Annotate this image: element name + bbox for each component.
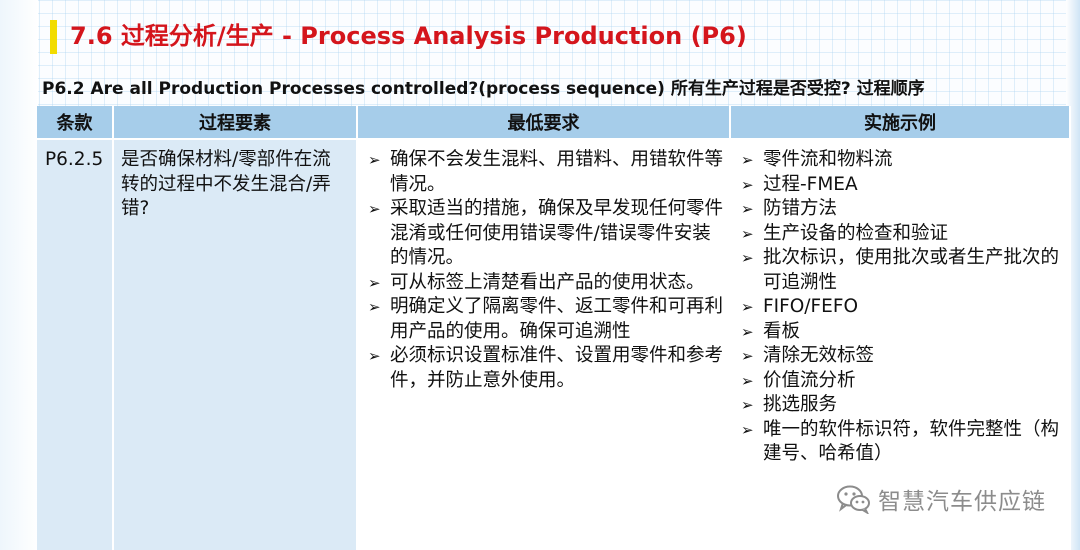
list-item: ➢ 价值流分析: [739, 369, 1063, 394]
bullet-arrow-icon: ➢: [741, 420, 754, 439]
wechat-icon: [836, 484, 872, 516]
bullet-arrow-icon: ➢: [741, 175, 754, 194]
bullet-arrow-icon: ➢: [368, 347, 381, 365]
bullet-arrow-icon: ➢: [368, 273, 381, 292]
list-item: ➢ 挑选服务: [739, 393, 1063, 418]
bullet-arrow-icon: ➢: [368, 151, 381, 169]
header-minimum-requirements: 最低要求: [357, 106, 731, 139]
list-item: ➢ 可从标签上清楚看出产品的使用状态。: [366, 271, 723, 296]
list-item-text: 确保不会发生混料、用错料、用错软件等情况。: [390, 149, 724, 195]
list-item-text: 明确定义了隔离零件、返工零件和可再利用产品的使用。确保可追溯性: [390, 296, 724, 342]
header-implementation-examples: 实施示例: [730, 106, 1071, 139]
list-item: ➢ 批次标识，使用批次或者生产批次的可追溯性: [739, 246, 1063, 295]
list-item-text: 过程-FMEA: [763, 173, 858, 195]
bullet-arrow-icon: ➢: [741, 396, 754, 414]
list-item-text: FIFO/FEFO: [763, 296, 859, 317]
process-element-cell: 是否确保材料/零部件在流转的过程中不发生混合/弄错?: [113, 138, 358, 550]
bullet-arrow-icon: ➢: [741, 224, 754, 243]
minimum-requirements-cell: ➢ 确保不会发生混料、用错料、用错软件等情况。 ➢ 采取适当的措施，确保及早发现任何零…: [357, 138, 731, 550]
implementation-examples-cell: ➢ 零件流和物料流 ➢ 过程-FMEA ➢ 防错方法 ➢ 生产设备的检查和验证 ➢ 批次标识，使用…: [730, 138, 1071, 550]
list-item: ➢ 确保不会发生混料、用错料、用错软件等情况。: [366, 148, 723, 197]
list-item-text: 采取适当的措施，确保及早发现任何零件混淆或任何使用错误零件/错误零件安装的情况。: [390, 198, 724, 268]
bullet-arrow-icon: ➢: [741, 347, 754, 365]
header-clause: 条款: [37, 106, 114, 139]
slide-title: 7.6 过程分析/生产 - Process Analysis Productio…: [70, 22, 747, 50]
list-item-text: 必须标识设置标准件、设置用零件和参考件，并防止意外使用。: [390, 345, 724, 391]
list-item-text: 价值流分析: [763, 369, 856, 391]
list-item: ➢ 生产设备的检查和验证: [739, 222, 1063, 247]
title-accent-bar: [50, 20, 57, 54]
requirements-table: 条款 过程要素 最低要求 实施示例 P6.2.5 是否确保材料/零部件在流转的过…: [37, 106, 1071, 550]
list-item-text: 唯一的软件标识符，软件完整性（构建号、哈希值）: [763, 418, 1060, 465]
bullet-arrow-icon: ➢: [741, 298, 754, 316]
list-item-text: 批次标识，使用批次或者生产批次的可追溯性: [763, 247, 1060, 293]
list-item: ➢ 零件流和物料流: [739, 148, 1063, 173]
bullet-arrow-icon: ➢: [741, 249, 754, 267]
list-item-text: 挑选服务: [763, 394, 838, 415]
watermark-text: 智慧汽车供应链: [878, 489, 1046, 515]
list-item-text: 零件流和物料流: [763, 149, 893, 170]
list-item: ➢ 唯一的软件标识符，软件完整性（构建号、哈希值）: [739, 418, 1063, 467]
bullet-arrow-icon: ➢: [741, 200, 754, 218]
list-item: ➢ 必须标识设置标准件、设置用零件和参考件，并防止意外使用。: [366, 344, 723, 393]
bullet-arrow-icon: ➢: [368, 200, 381, 218]
list-item-text: 生产设备的检查和验证: [763, 222, 949, 244]
list-item-text: 清除无效标签: [763, 345, 875, 366]
question-heading: P6.2 Are all Production Processes contro…: [42, 79, 925, 99]
left-decoration-strip: [0, 0, 38, 550]
list-item: ➢ 清除无效标签: [739, 344, 1063, 369]
list-item: ➢ 采取适当的措施，确保及早发现任何零件混淆或任何使用错误零件/错误零件安装的情况…: [366, 197, 723, 271]
bullet-arrow-icon: ➢: [741, 151, 754, 169]
list-item-text: 看板: [763, 320, 801, 342]
watermark: 智慧汽车供应链: [836, 482, 1046, 516]
clause-cell: P6.2.5: [37, 138, 114, 550]
list-item: ➢ 看板: [739, 320, 1063, 345]
minimum-requirements-list: ➢ 确保不会发生混料、用错料、用错软件等情况。 ➢ 采取适当的措施，确保及早发现任何零…: [366, 148, 723, 393]
bullet-arrow-icon: ➢: [368, 298, 381, 316]
list-item: ➢ FIFO/FEFO: [739, 295, 1063, 320]
list-item: ➢ 明确定义了隔离零件、返工零件和可再利用产品的使用。确保可追溯性: [366, 295, 723, 344]
implementation-examples-list: ➢ 零件流和物料流 ➢ 过程-FMEA ➢ 防错方法 ➢ 生产设备的检查和验证 ➢ 批次标识，使用…: [739, 148, 1063, 467]
list-item-text: 可从标签上清楚看出产品的使用状态。: [390, 271, 705, 293]
list-item-text: 防错方法: [763, 198, 838, 219]
bullet-arrow-icon: ➢: [741, 371, 754, 390]
list-item: ➢ 防错方法: [739, 197, 1063, 222]
table-row: P6.2.5 是否确保材料/零部件在流转的过程中不发生混合/弄错? ➢ 确保不会发…: [37, 138, 1071, 550]
header-process-element: 过程要素: [113, 106, 358, 139]
table-header-row: 条款 过程要素 最低要求 实施示例: [37, 106, 1071, 139]
bullet-arrow-icon: ➢: [741, 322, 754, 341]
list-item: ➢ 过程-FMEA: [739, 173, 1063, 198]
